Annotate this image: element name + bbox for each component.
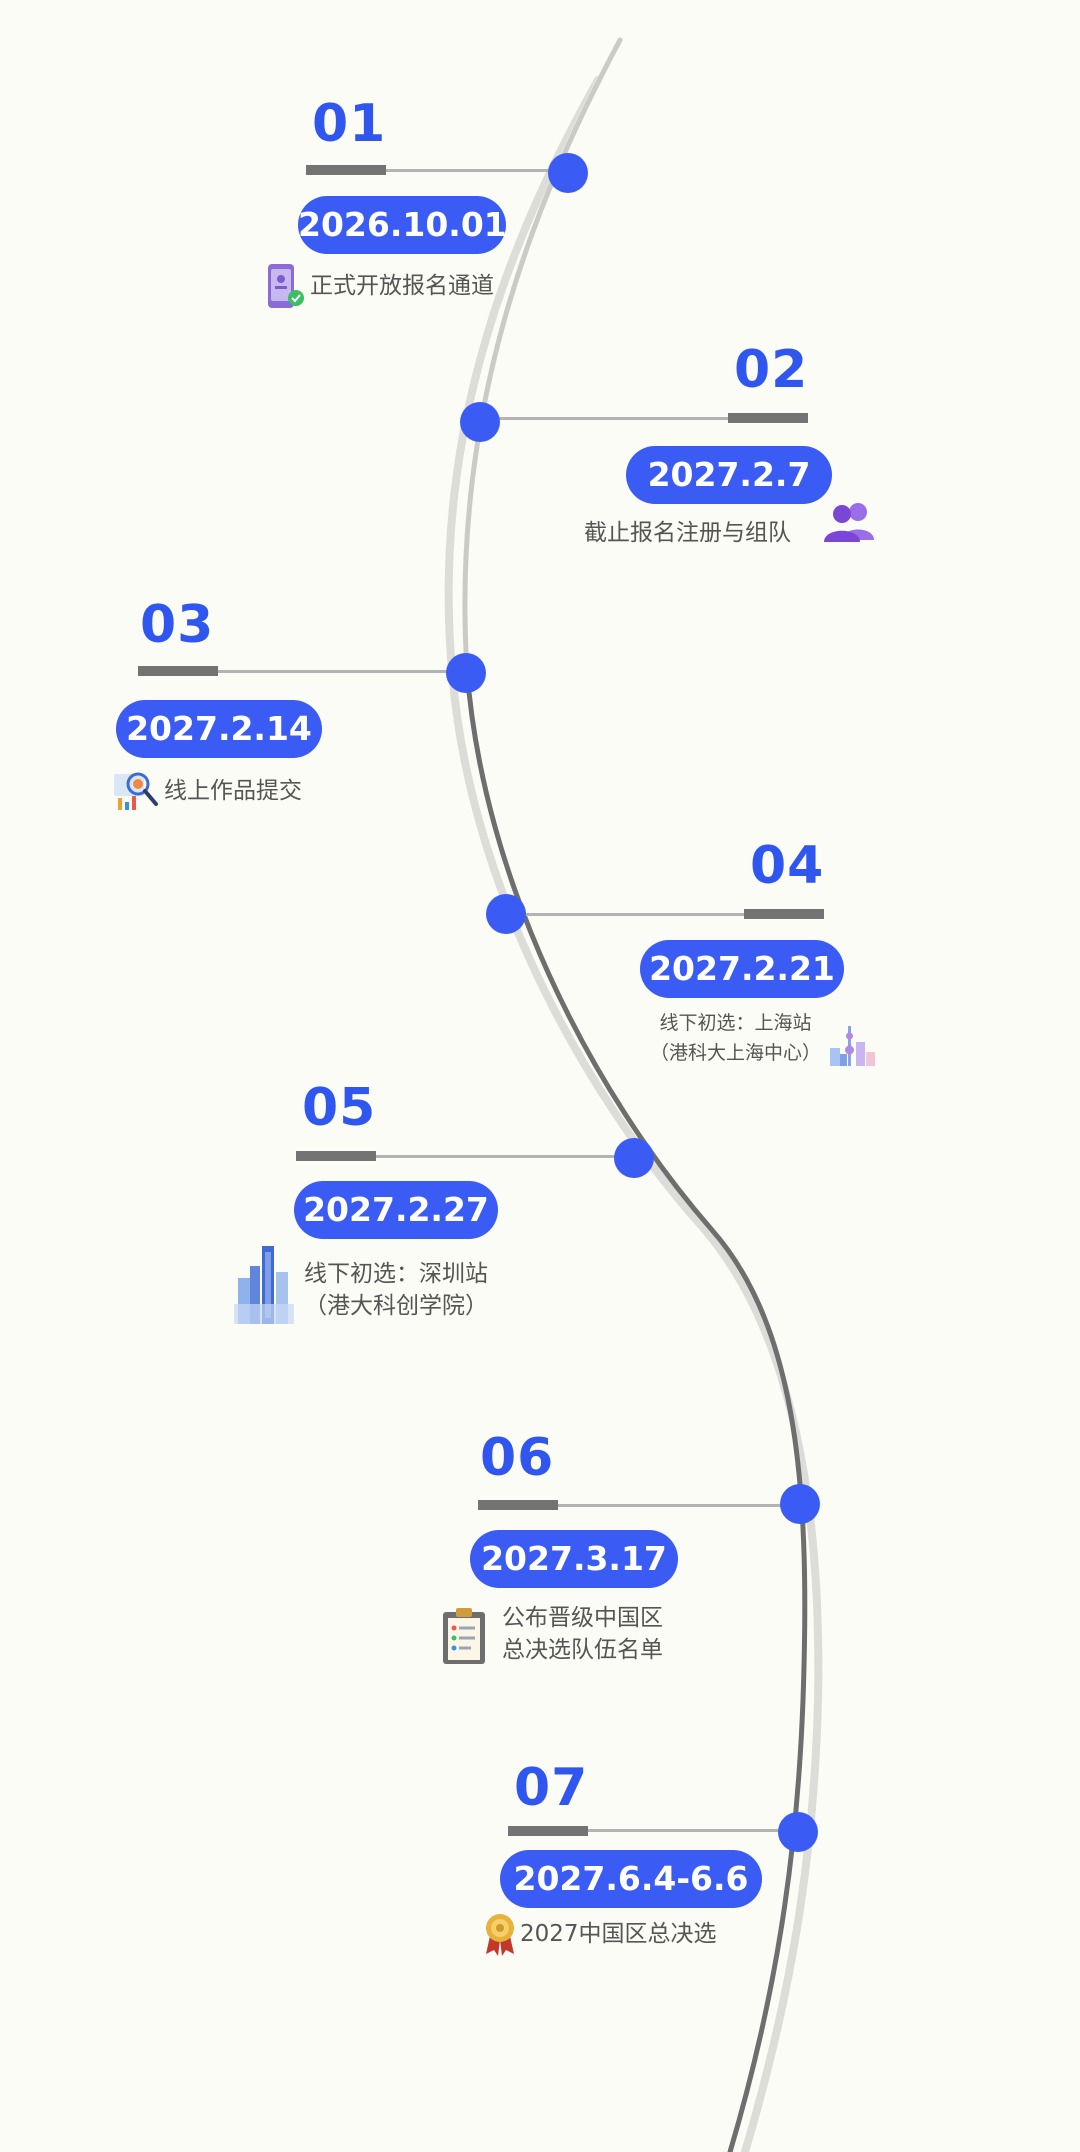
connector-line — [558, 1504, 800, 1507]
timeline-dot — [460, 402, 500, 442]
milestone-bar — [296, 1151, 376, 1161]
date-badge: 2027.2.27 — [294, 1181, 498, 1239]
milestone-number: 01 — [312, 94, 387, 154]
phone-checkmark-icon — [268, 264, 304, 308]
magnifier-chart-icon — [114, 772, 158, 810]
timeline-dot — [780, 1484, 820, 1524]
shenzhen-skyline-icon — [234, 1246, 294, 1324]
milestone-bar — [306, 165, 386, 175]
timeline-dot — [548, 153, 588, 193]
date-badge: 2026.10.01 — [298, 196, 507, 254]
milestone-description: 正式开放报名通道 — [310, 273, 494, 299]
date-badge: 2027.6.4-6.6 — [500, 1850, 762, 1908]
date-badge: 2027.3.17 — [470, 1530, 678, 1588]
milestone-number: 07 — [514, 1758, 589, 1818]
milestone-number: 03 — [140, 595, 215, 655]
milestone-bar — [508, 1826, 588, 1836]
users-group-icon — [824, 503, 874, 542]
connector-line — [386, 169, 568, 172]
timeline-dot — [778, 1812, 818, 1852]
milestone-number: 05 — [302, 1078, 377, 1138]
date-badge: 2027.2.14 — [116, 700, 322, 758]
milestone-description: 线下初选：上海站 （港科大上海中心） — [650, 1012, 822, 1064]
connector-line — [506, 913, 744, 916]
connector-line — [480, 417, 728, 420]
milestone-bar — [744, 909, 824, 919]
shanghai-skyline-icon — [830, 1026, 875, 1066]
date-badge: 2027.2.7 — [626, 446, 832, 504]
milestone-description: 截止报名注册与组队 — [584, 520, 791, 546]
connector-line — [218, 670, 466, 673]
milestone-description: 2027中国区总决选 — [520, 1921, 717, 1947]
milestone-number: 02 — [734, 340, 809, 400]
milestone-bar — [728, 413, 808, 423]
milestone-bar — [478, 1500, 558, 1510]
medal-icon — [486, 1914, 514, 1956]
timeline-dot — [486, 894, 526, 934]
milestone-description: 线下初选：深圳站 （港大科创学院） — [304, 1261, 488, 1319]
milestone-bar — [138, 666, 218, 676]
timeline-dot — [614, 1138, 654, 1178]
clipboard-list-icon — [443, 1608, 485, 1664]
connector-line — [376, 1155, 634, 1158]
milestone-number: 06 — [480, 1428, 555, 1488]
date-badge: 2027.2.21 — [640, 940, 844, 998]
milestone-description: 公布晋级中国区 总决选队伍名单 — [502, 1605, 663, 1663]
curve-fade — [461, 37, 623, 673]
milestone-number: 04 — [750, 836, 825, 896]
connector-line — [588, 1829, 798, 1832]
milestone-description: 线上作品提交 — [164, 778, 302, 804]
timeline-dot — [446, 653, 486, 693]
